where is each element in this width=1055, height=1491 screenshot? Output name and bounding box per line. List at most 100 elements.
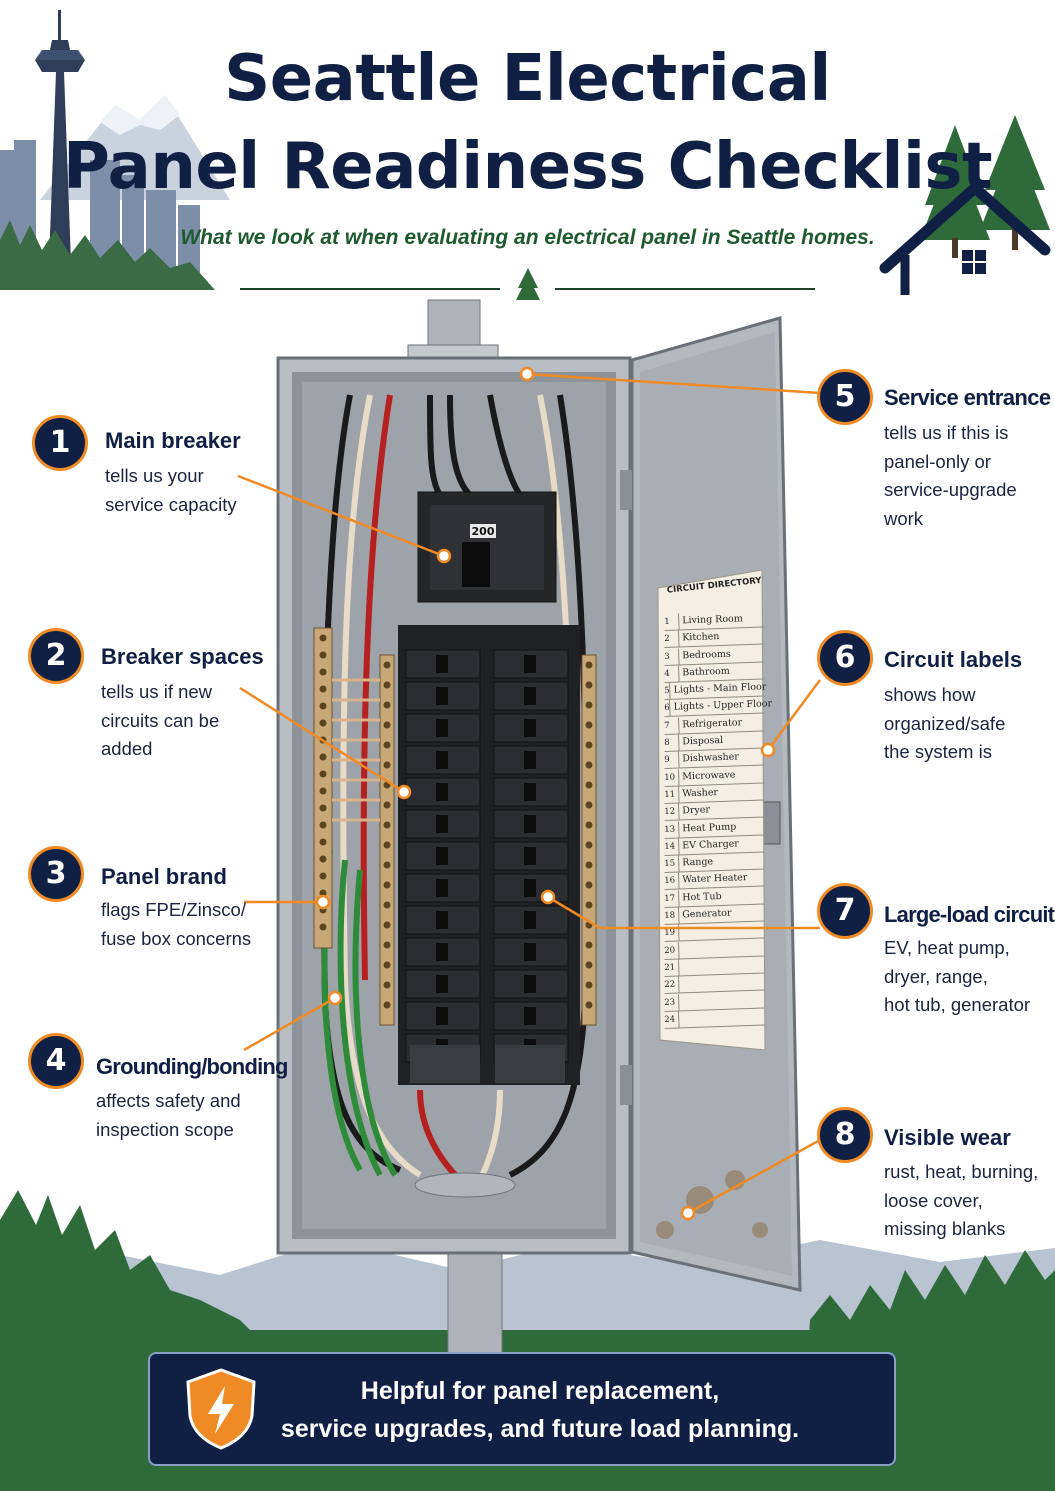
breaker-handle: [524, 815, 536, 833]
terminal-screw: [585, 761, 593, 769]
terminal-screw: [585, 961, 593, 969]
terminal-screw: [319, 702, 327, 710]
terminal-screw: [585, 701, 593, 709]
shield-bolt-icon: [186, 1368, 256, 1450]
breaker-handle: [436, 815, 448, 833]
breaker-handle: [436, 687, 448, 705]
breaker-array: [405, 649, 569, 1063]
breaker-handle: [524, 1007, 536, 1025]
breaker-handle: [524, 655, 536, 673]
marker-dot: [327, 990, 343, 1006]
terminal-screw: [585, 1001, 593, 1009]
terminal-screw: [585, 681, 593, 689]
callout-2-number: 2: [28, 628, 84, 684]
callout-5-desc: tells us if this is panel-only or servic…: [884, 422, 1017, 529]
door-hinge: [620, 470, 632, 510]
door-hinge: [620, 1065, 632, 1105]
terminal-screw: [383, 901, 391, 909]
terminal-screw: [319, 634, 327, 642]
page-title-line2: Panel Readiness Checklist: [62, 130, 993, 204]
breaker-handle: [524, 879, 536, 897]
connector-5: [526, 372, 821, 395]
terminal-screw: [319, 838, 327, 846]
breaker-handle: [524, 847, 536, 865]
terminal-screw: [585, 781, 593, 789]
ground-bar: [379, 654, 395, 1026]
marker-dot: [519, 366, 535, 382]
terminal-screw: [383, 741, 391, 749]
connector-2: [239, 686, 405, 794]
callout-1-desc: tells us your service capacity: [105, 465, 237, 515]
breaker-handle: [524, 783, 536, 801]
terminal-screw: [585, 861, 593, 869]
terminal-screw: [585, 901, 593, 909]
terminal-screw: [383, 961, 391, 969]
breaker-handle: [436, 879, 448, 897]
branch-breaker: [405, 777, 481, 807]
terminal-screw: [383, 941, 391, 949]
terminal-screw: [319, 770, 327, 778]
breaker-handle: [436, 655, 448, 673]
callout-6-desc: shows how organized/safe the system is: [884, 684, 1006, 762]
breaker-handle: [436, 975, 448, 993]
callout-3-desc: flags FPE/Zinsco/ fuse box concerns: [101, 899, 252, 949]
breaker-handle: [524, 943, 536, 961]
breaker-handle: [436, 719, 448, 737]
terminal-screw: [383, 661, 391, 669]
callout-6-number: 6: [817, 630, 873, 686]
callout-5-number: 5: [817, 369, 873, 425]
terminal-screw: [383, 761, 391, 769]
breaker-handle: [436, 847, 448, 865]
callout-1-label: Main breaker: [105, 428, 241, 453]
terminal-screw: [319, 668, 327, 676]
terminal-screw: [319, 923, 327, 931]
callout-3-label: Panel brand: [101, 864, 227, 889]
tree-icon: [516, 268, 540, 300]
callout-4-label: Grounding/bonding: [96, 1054, 288, 1079]
terminal-screw: [383, 981, 391, 989]
callout-2-desc: tells us if new circuits can be added: [101, 681, 220, 759]
terminal-screw: [585, 721, 593, 729]
callout-4-number: 4: [28, 1033, 84, 1089]
breaker-handle: [436, 1007, 448, 1025]
callout-2-label: Breaker spaces: [101, 644, 264, 669]
callout-4-desc: affects safety and inspection scope: [96, 1090, 241, 1140]
terminal-screw: [585, 801, 593, 809]
terminal-screw: [319, 872, 327, 880]
breaker-handle: [436, 911, 448, 929]
breaker-handle: [524, 975, 536, 993]
connector-1: [237, 474, 445, 558]
breaker-handle: [436, 783, 448, 801]
terminal-screw: [585, 941, 593, 949]
mountain-shape: [40, 95, 230, 200]
marker-dot: [540, 889, 556, 905]
tree-row-top-left: [0, 220, 215, 290]
terminal-screw: [319, 855, 327, 863]
breaker-handle: [524, 687, 536, 705]
terminal-screw: [383, 1001, 391, 1009]
callout-8-number: 8: [817, 1107, 873, 1163]
terminal-screw: [383, 701, 391, 709]
callout-1-number: 1: [32, 415, 88, 471]
terminal-screw: [319, 889, 327, 897]
terminal-screw: [383, 881, 391, 889]
connector-4: [243, 996, 336, 1052]
callout-5-label: Service entrance: [884, 385, 1051, 410]
terminal-screw: [585, 821, 593, 829]
breaker-handle: [524, 719, 536, 737]
marker-dot: [760, 742, 776, 758]
page-subtitle: What we look at when evaluating an elect…: [180, 226, 875, 249]
callout-7-number: 7: [817, 883, 873, 939]
breaker-handle: [524, 751, 536, 769]
breaker-handle: [436, 943, 448, 961]
terminal-screw: [319, 719, 327, 727]
breaker-handle: [436, 751, 448, 769]
marker-dot: [436, 548, 452, 564]
terminal-screw: [383, 841, 391, 849]
connector-8: [687, 1138, 821, 1215]
banner-text: Helpful for panel replacement, service u…: [280, 1377, 800, 1443]
blank-cover: [495, 1045, 565, 1083]
branch-breaker: [493, 905, 569, 935]
